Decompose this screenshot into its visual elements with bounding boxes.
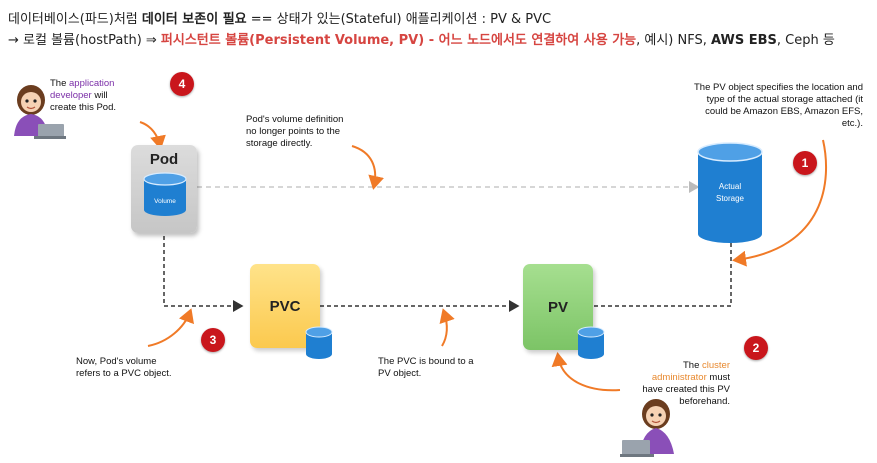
- note-pvc-bound: The PVC is bound to a PV object.: [378, 356, 474, 379]
- note-cluster-admin-text: The: [683, 360, 703, 371]
- callout-arrow-1: [732, 139, 828, 267]
- pvc-cylinder: [305, 326, 333, 359]
- note-cluster-admin-highlight: cluster administrator: [651, 360, 730, 383]
- storage-label-line1: Actual: [719, 182, 741, 191]
- callout-arrow-pod-volume: [351, 145, 384, 190]
- pod-to-pvc-line: [163, 236, 244, 312]
- pod-volume-cylinder: Volume: [143, 172, 187, 216]
- header-line2-text: → 로컬 볼륨(hostPath) ⇒: [8, 33, 161, 48]
- pv-pvc-diagram: Actual Storage Pod Volume PVC PV 4 1 3 2…: [0, 60, 877, 463]
- header-line2-bold: AWS EBS: [711, 33, 777, 48]
- note-app-developer: The application developer will create th…: [50, 78, 130, 114]
- pod-volume-label: Volume: [154, 198, 176, 205]
- badge-2: 2: [744, 336, 768, 360]
- developer-person-icon: [14, 85, 66, 139]
- note-cluster-admin-text-end: must have created this PV beforehand.: [642, 372, 730, 407]
- actual-storage-cylinder: Actual Storage: [697, 142, 763, 243]
- storage-label-line2: Storage: [716, 194, 745, 203]
- badge-3: 3: [201, 328, 225, 352]
- note-app-developer-highlight: application developer: [50, 78, 115, 101]
- callout-arrow-pvc-bound: [439, 308, 455, 347]
- pod-label: Pod: [149, 151, 179, 168]
- pvc-label: PVC: [269, 297, 301, 315]
- diagram-connectors: Actual Storage: [139, 121, 828, 392]
- note-pod-volume: Pod's volume definition no longer points…: [246, 114, 344, 149]
- pv-label: PV: [547, 298, 568, 316]
- note-pv-object: The PV object specifies the location and…: [694, 82, 863, 129]
- note-app-developer-text-end: will create this Pod.: [50, 90, 117, 113]
- badge-1: 1: [793, 151, 817, 175]
- administrator-person-icon: [620, 399, 674, 457]
- header-line-2: → 로컬 볼륨(hostPath) ⇒ 퍼시스턴트 볼륨(Persistent …: [8, 29, 835, 48]
- note-pvc-reference: Now, Pod's volume refers to a PVC object…: [76, 356, 172, 379]
- callout-arrow-3: [147, 308, 194, 347]
- header-line1-bold: 데이터 보존이 필요: [141, 12, 247, 27]
- header-line1-text: 데이터베이스(파드)처럼: [8, 12, 142, 27]
- header-line1-text-end: == 상태가 있는(Stateful) 애플리케이션 : PV & PVC: [246, 12, 552, 27]
- callout-arrow-2: [551, 352, 621, 392]
- note-app-developer-text: The: [50, 78, 70, 89]
- header-line2-highlight: 퍼시스턴트 볼륨(Persistent Volume, PV) - 어느 노드에…: [160, 33, 637, 48]
- callout-arrow-4: [139, 121, 166, 150]
- pv-cylinder: [577, 326, 605, 359]
- badge-4: 4: [170, 72, 194, 96]
- header-line2-text-mid: , 예시) NFS,: [636, 33, 712, 48]
- pv-to-storage-line: [594, 230, 737, 307]
- header-line-1: 데이터베이스(파드)처럼 데이터 보존이 필요 == 상태가 있는(Statef…: [8, 8, 551, 27]
- header-line2-text-end: , Ceph 등: [776, 33, 835, 48]
- note-cluster-admin: The cluster administrator must have crea…: [632, 360, 730, 408]
